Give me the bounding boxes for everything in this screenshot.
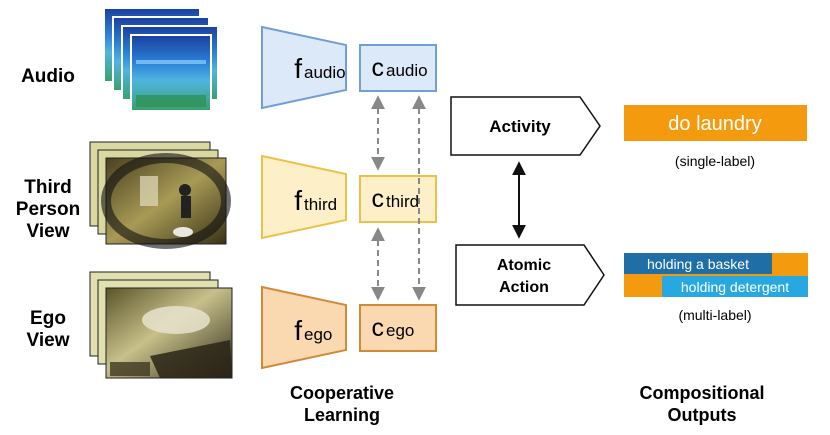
encoder-audio-sub: audio xyxy=(304,63,346,82)
encoder-ego-sub: ego xyxy=(304,325,332,344)
encoder-audio: f audio xyxy=(261,25,347,110)
concept-ego-sub: ego xyxy=(386,321,414,340)
cooperative-learning-line1: Cooperative xyxy=(290,383,394,403)
concept-ego-c: c xyxy=(372,314,385,342)
concept-third-sub: third xyxy=(386,192,419,211)
concept-third: c third xyxy=(359,175,437,223)
activity-note: (single-label) xyxy=(675,153,755,169)
encoder-third-f: f xyxy=(294,185,302,216)
concept-audio-c: c xyxy=(372,54,385,82)
atomic-head-line1: Atomic xyxy=(497,257,551,274)
third-label-line3: View xyxy=(27,221,70,242)
third-person-video-stack xyxy=(89,141,231,249)
activity-head: Activity xyxy=(450,96,601,156)
encoder-audio-f: f xyxy=(294,53,302,84)
encoder-third: f third xyxy=(261,154,347,240)
ego-label-line2: View xyxy=(27,330,70,351)
concept-audio: c audio xyxy=(359,44,437,92)
encoder-third-sub: third xyxy=(304,195,337,214)
concept-third-c: c xyxy=(372,185,385,213)
cooperative-arrows xyxy=(371,95,426,301)
activity-output: do laundry xyxy=(624,105,807,141)
encoder-ego: f ego xyxy=(261,285,347,370)
audio-label: Audio xyxy=(21,66,75,87)
concept-ego: c ego xyxy=(359,304,437,352)
third-label-line2: Person xyxy=(16,199,80,220)
atomic-output: holding a basket holding detergent xyxy=(624,253,808,297)
atomic-action-head: Atomic Action xyxy=(455,244,605,306)
third-label-line1: Third xyxy=(24,177,72,198)
ego-video-stack xyxy=(89,271,233,379)
atomic-head-line2: Action xyxy=(499,279,549,296)
compositional-outputs-line2: Outputs xyxy=(668,405,737,425)
audio-spectrogram-stack xyxy=(103,7,219,112)
activity-output-label: do laundry xyxy=(668,113,761,135)
encoder-ego-f: f xyxy=(294,315,302,346)
concept-audio-sub: audio xyxy=(386,61,428,80)
atomic-output-label-2: holding detergent xyxy=(681,279,789,295)
activity-head-label: Activity xyxy=(489,117,551,136)
ego-label-line1: Ego xyxy=(30,308,66,329)
cooperative-learning-line2: Learning xyxy=(304,405,380,425)
atomic-output-label-1: holding a basket xyxy=(647,256,749,272)
compositional-outputs-line1: Compositional xyxy=(640,383,765,403)
atomic-note: (multi-label) xyxy=(678,307,751,323)
